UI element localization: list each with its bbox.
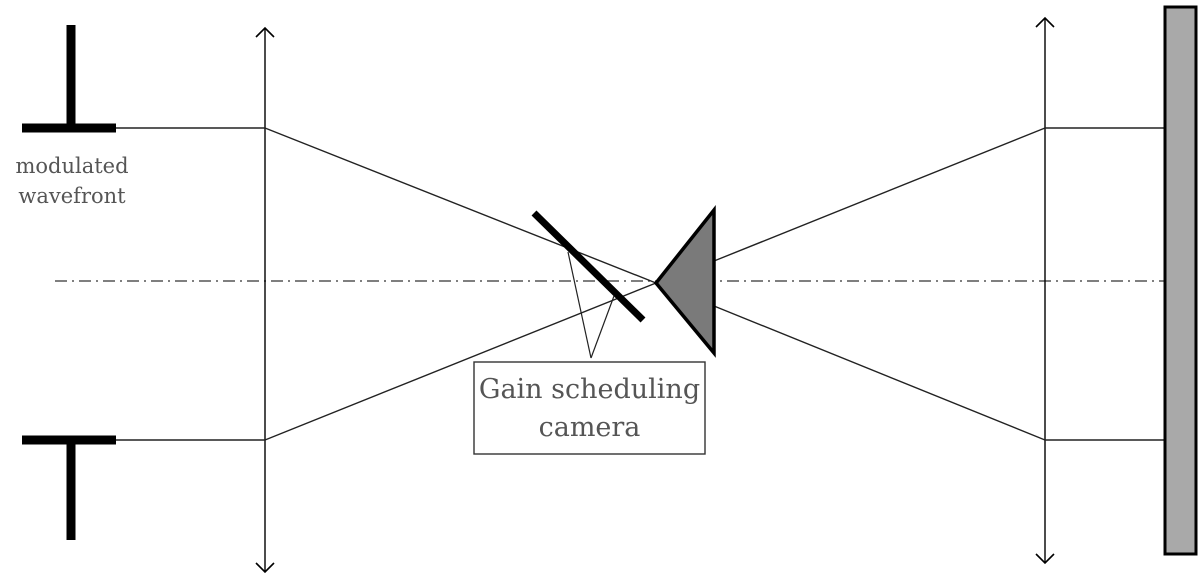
lower-aperture-stop: [22, 435, 116, 540]
beam-splitter: [531, 210, 646, 323]
lower-converging-ray: [264, 282, 657, 441]
camera-label-line1: Gain scheduling: [479, 374, 700, 405]
detector-screen: [1163, 5, 1198, 556]
source-label-line1: modulated: [15, 154, 128, 178]
camera-label-box: [473, 361, 706, 455]
pyramid-prism: [653, 204, 716, 358]
upper-aperture-stop: [22, 25, 116, 133]
light-rays: [116, 127, 1165, 441]
upper-converging-ray: [264, 127, 657, 284]
upper-diverging-ray: [713, 127, 1046, 262]
camera-pointer-lines: [567, 251, 615, 359]
source-label-line2: wavefront: [18, 184, 126, 208]
camera-label-line2: camera: [539, 412, 641, 443]
lower-diverging-ray: [713, 305, 1046, 441]
